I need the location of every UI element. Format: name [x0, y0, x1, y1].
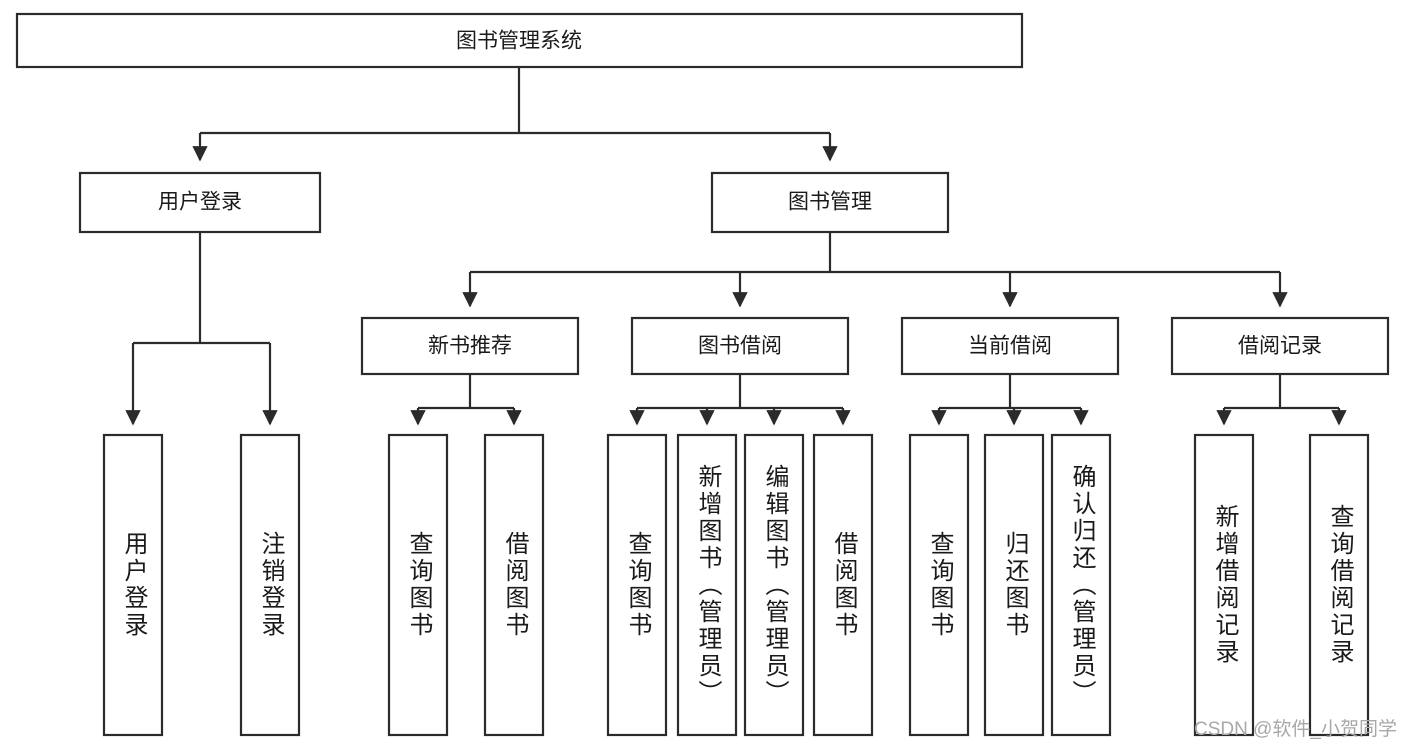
leaf-add-book-box[interactable]	[676, 433, 738, 737]
book-borrow-label: 图书借阅	[698, 335, 782, 358]
connector-currentborrow-to-leaves	[931, 374, 1089, 426]
leaf-box-layer	[102, 433, 1370, 737]
root-label: 图书管理系统	[456, 30, 582, 53]
connector-bookmanage-to-level3	[462, 232, 1288, 308]
new-book-rec-label: 新书推荐	[428, 335, 512, 358]
new-book-rec-box[interactable]	[360, 316, 580, 376]
leaf-borrow-book-1-box[interactable]	[483, 433, 545, 737]
leaf-query-book-2-box[interactable]	[606, 433, 668, 737]
borrow-record-label: 借阅记录	[1238, 335, 1322, 358]
leaf-borrow-book-2-box[interactable]	[812, 433, 874, 737]
node-book-borrow[interactable]: 图书借阅	[630, 316, 850, 376]
node-user-login[interactable]: 用户登录	[78, 171, 322, 234]
node-book-manage[interactable]: 图书管理	[710, 171, 950, 234]
current-borrow-label: 当前借阅	[968, 335, 1052, 358]
leaf-query-book-1-box[interactable]	[387, 433, 449, 737]
book-manage-label: 图书管理	[788, 191, 872, 214]
current-borrow-box[interactable]	[900, 316, 1120, 376]
node-root[interactable]: 图书管理系统	[15, 12, 1024, 69]
connector-userlogin-to-leaves	[125, 232, 278, 426]
leaf-confirm-return-box[interactable]	[1050, 433, 1112, 737]
leaf-logout-box[interactable]	[239, 433, 301, 737]
connector-newbookrec-to-leaves	[410, 374, 522, 426]
connector-borrowrecord-to-leaves	[1216, 374, 1347, 426]
node-current-borrow[interactable]: 当前借阅	[900, 316, 1120, 376]
leaf-edit-book-box[interactable]	[743, 433, 805, 737]
node-new-book-rec[interactable]: 新书推荐	[360, 316, 580, 376]
root-box[interactable]	[15, 12, 1024, 69]
user-login-label: 用户登录	[158, 191, 242, 214]
leaf-query-book-3-box[interactable]	[908, 433, 970, 737]
node-borrow-record[interactable]: 借阅记录	[1170, 316, 1390, 376]
leaf-add-record-box[interactable]	[1193, 433, 1255, 737]
connector-bookborrow-to-leaves	[629, 374, 851, 426]
leaf-return-book-box[interactable]	[983, 433, 1045, 737]
connector-root-to-level2	[192, 67, 838, 162]
user-login-box[interactable]	[78, 171, 322, 234]
leaf-query-record-box[interactable]	[1308, 433, 1370, 737]
leaf-user-login-box[interactable]	[102, 433, 164, 737]
